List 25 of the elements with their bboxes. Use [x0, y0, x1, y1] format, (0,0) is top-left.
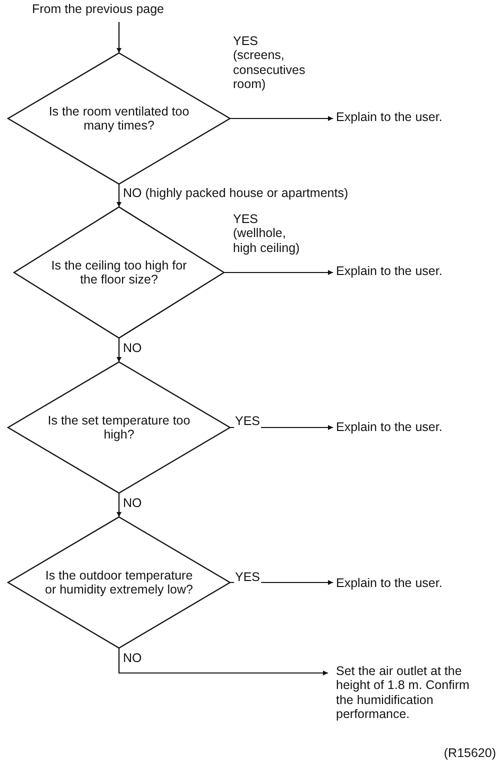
edge-label: YES: [234, 414, 262, 428]
edge-label: YES: [234, 570, 262, 584]
action-text: Explain to the user.: [336, 420, 444, 434]
arrow: [118, 648, 328, 676]
start-text: From the previous page: [32, 2, 166, 16]
action-text: Explain to the user.: [336, 264, 444, 278]
arrow: [224, 270, 333, 275]
arrow: [230, 116, 333, 121]
edge-label: NO: [122, 341, 143, 356]
figure-code: (R15620): [442, 746, 497, 760]
edge-label: YES (screens, consecutives room): [232, 34, 306, 92]
action-text: Set the air outlet at the height of 1.8 m. Confirm the humidification performance.: [336, 664, 470, 722]
decision-question: Is the ceiling too high for the floor size?: [50, 258, 188, 287]
arrow: [116, 493, 122, 517]
edge-label: NO: [122, 651, 143, 666]
edge-label: NO (highly packed house or apartments): [122, 186, 350, 200]
edge-label: NO: [122, 496, 143, 510]
decision-question: Is the room ventilated too many times?: [48, 104, 190, 133]
action-text: Explain to the user.: [336, 110, 444, 124]
arrow: [116, 22, 122, 53]
arrow: [116, 184, 122, 207]
decision-question: Is the set temperature too high?: [46, 413, 192, 442]
decision-question: Is the outdoor temperature or humidity extremely low?: [44, 568, 194, 597]
arrow: [116, 338, 122, 362]
action-text: Explain to the user.: [336, 576, 444, 590]
